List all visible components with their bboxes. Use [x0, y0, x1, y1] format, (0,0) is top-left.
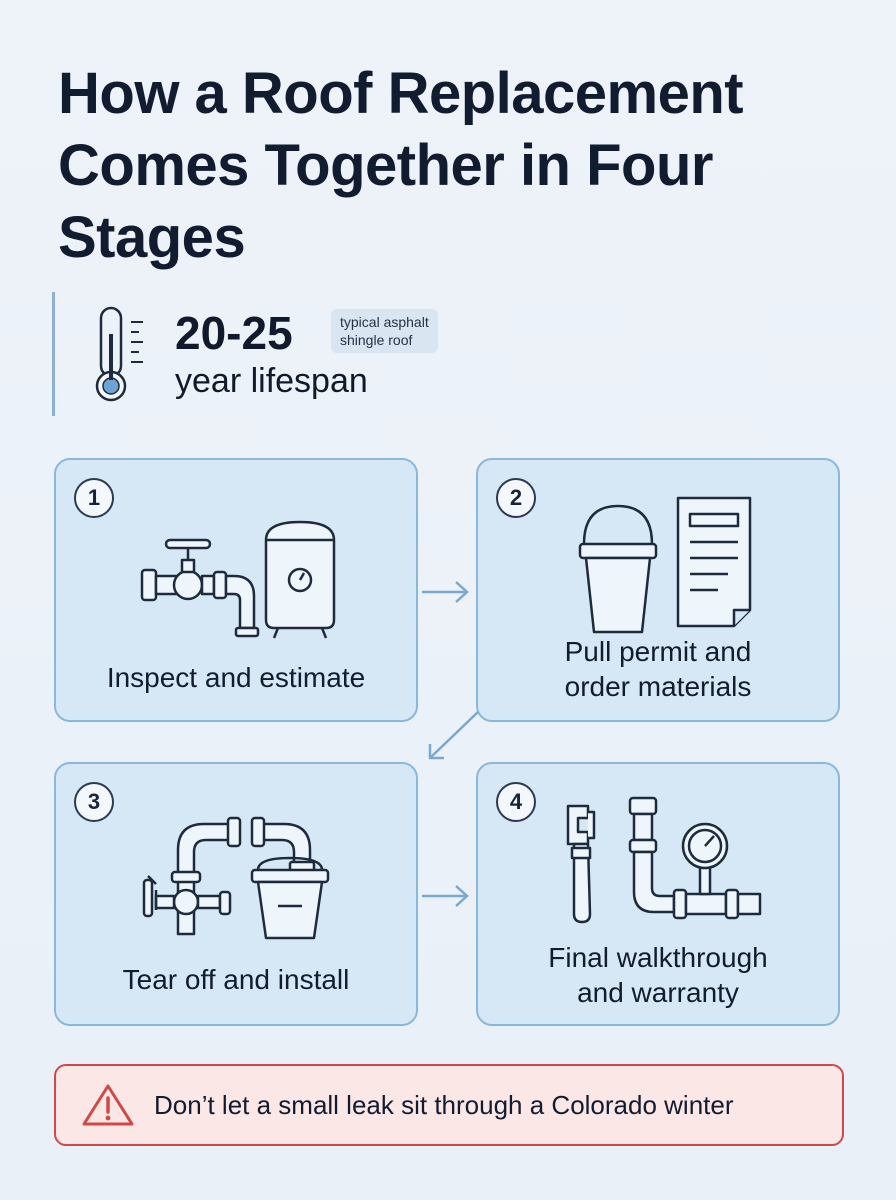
pressure-gauge-pipe-icon — [628, 796, 762, 920]
step-3-illustration — [142, 816, 330, 940]
arrow-step-1-to-2 — [422, 581, 469, 603]
lifespan-note-line1: typical asphalt — [340, 314, 429, 330]
step-card-2: 2 Pull permit and order materials — [476, 458, 840, 722]
step-label-4-line1: Final walkthrough — [548, 942, 768, 973]
warning-triangle-icon — [82, 1084, 134, 1126]
lifespan-note-line2: shingle roof — [340, 332, 413, 348]
bucket-icon — [578, 504, 658, 634]
lifespan-note: typical asphalt shingle roof — [331, 309, 438, 353]
bucket-icon — [250, 856, 330, 940]
wrench-icon — [566, 804, 596, 924]
step-4-illustration — [566, 796, 762, 924]
valve-pipe-icon — [140, 538, 260, 638]
step-label-2-line2: order materials — [564, 671, 752, 702]
page-title: How a Roof Replacement Comes Together in… — [58, 61, 744, 270]
water-heater-icon — [264, 520, 336, 639]
step-number-2: 2 — [496, 478, 536, 518]
step-number-1: 1 — [74, 478, 114, 518]
step-2-illustration — [578, 496, 752, 634]
step-number-4: 4 — [496, 782, 536, 822]
step-label-3: Tear off and install — [122, 964, 350, 995]
step-number-3: 3 — [74, 782, 114, 822]
warning-banner: Don’t let a small leak sit through a Col… — [54, 1064, 844, 1146]
step-label-1: Inspect and estimate — [106, 662, 366, 693]
document-icon — [676, 496, 752, 628]
thermometer-icon — [95, 306, 143, 402]
step-label-4: Final walkthrough and warranty — [488, 940, 828, 1010]
lifespan-stat: 20-25 typical asphalt shingle roof year … — [52, 292, 515, 416]
pipe-assembly-icon — [142, 816, 316, 936]
warning-text: Don’t let a small leak sit through a Col… — [154, 1090, 734, 1120]
step-card-3: 3 Tear off and install — [54, 762, 418, 1026]
step-label-4-line2: and warranty — [577, 977, 739, 1008]
step-card-1: 1 Inspect and estimate — [54, 458, 418, 722]
step-label-2-line1: Pull permit and — [564, 636, 752, 667]
step-label-2: Pull permit and order materials — [488, 634, 828, 704]
lifespan-unit: year lifespan — [175, 362, 368, 400]
step-card-4: 4 Final walkthrough and warranty — [476, 762, 840, 1026]
arrow-step-2-to-3 — [428, 711, 479, 760]
arrow-step-3-to-4 — [422, 885, 469, 907]
lifespan-value: 20-25 — [175, 307, 293, 359]
step-1-illustration — [140, 520, 336, 639]
